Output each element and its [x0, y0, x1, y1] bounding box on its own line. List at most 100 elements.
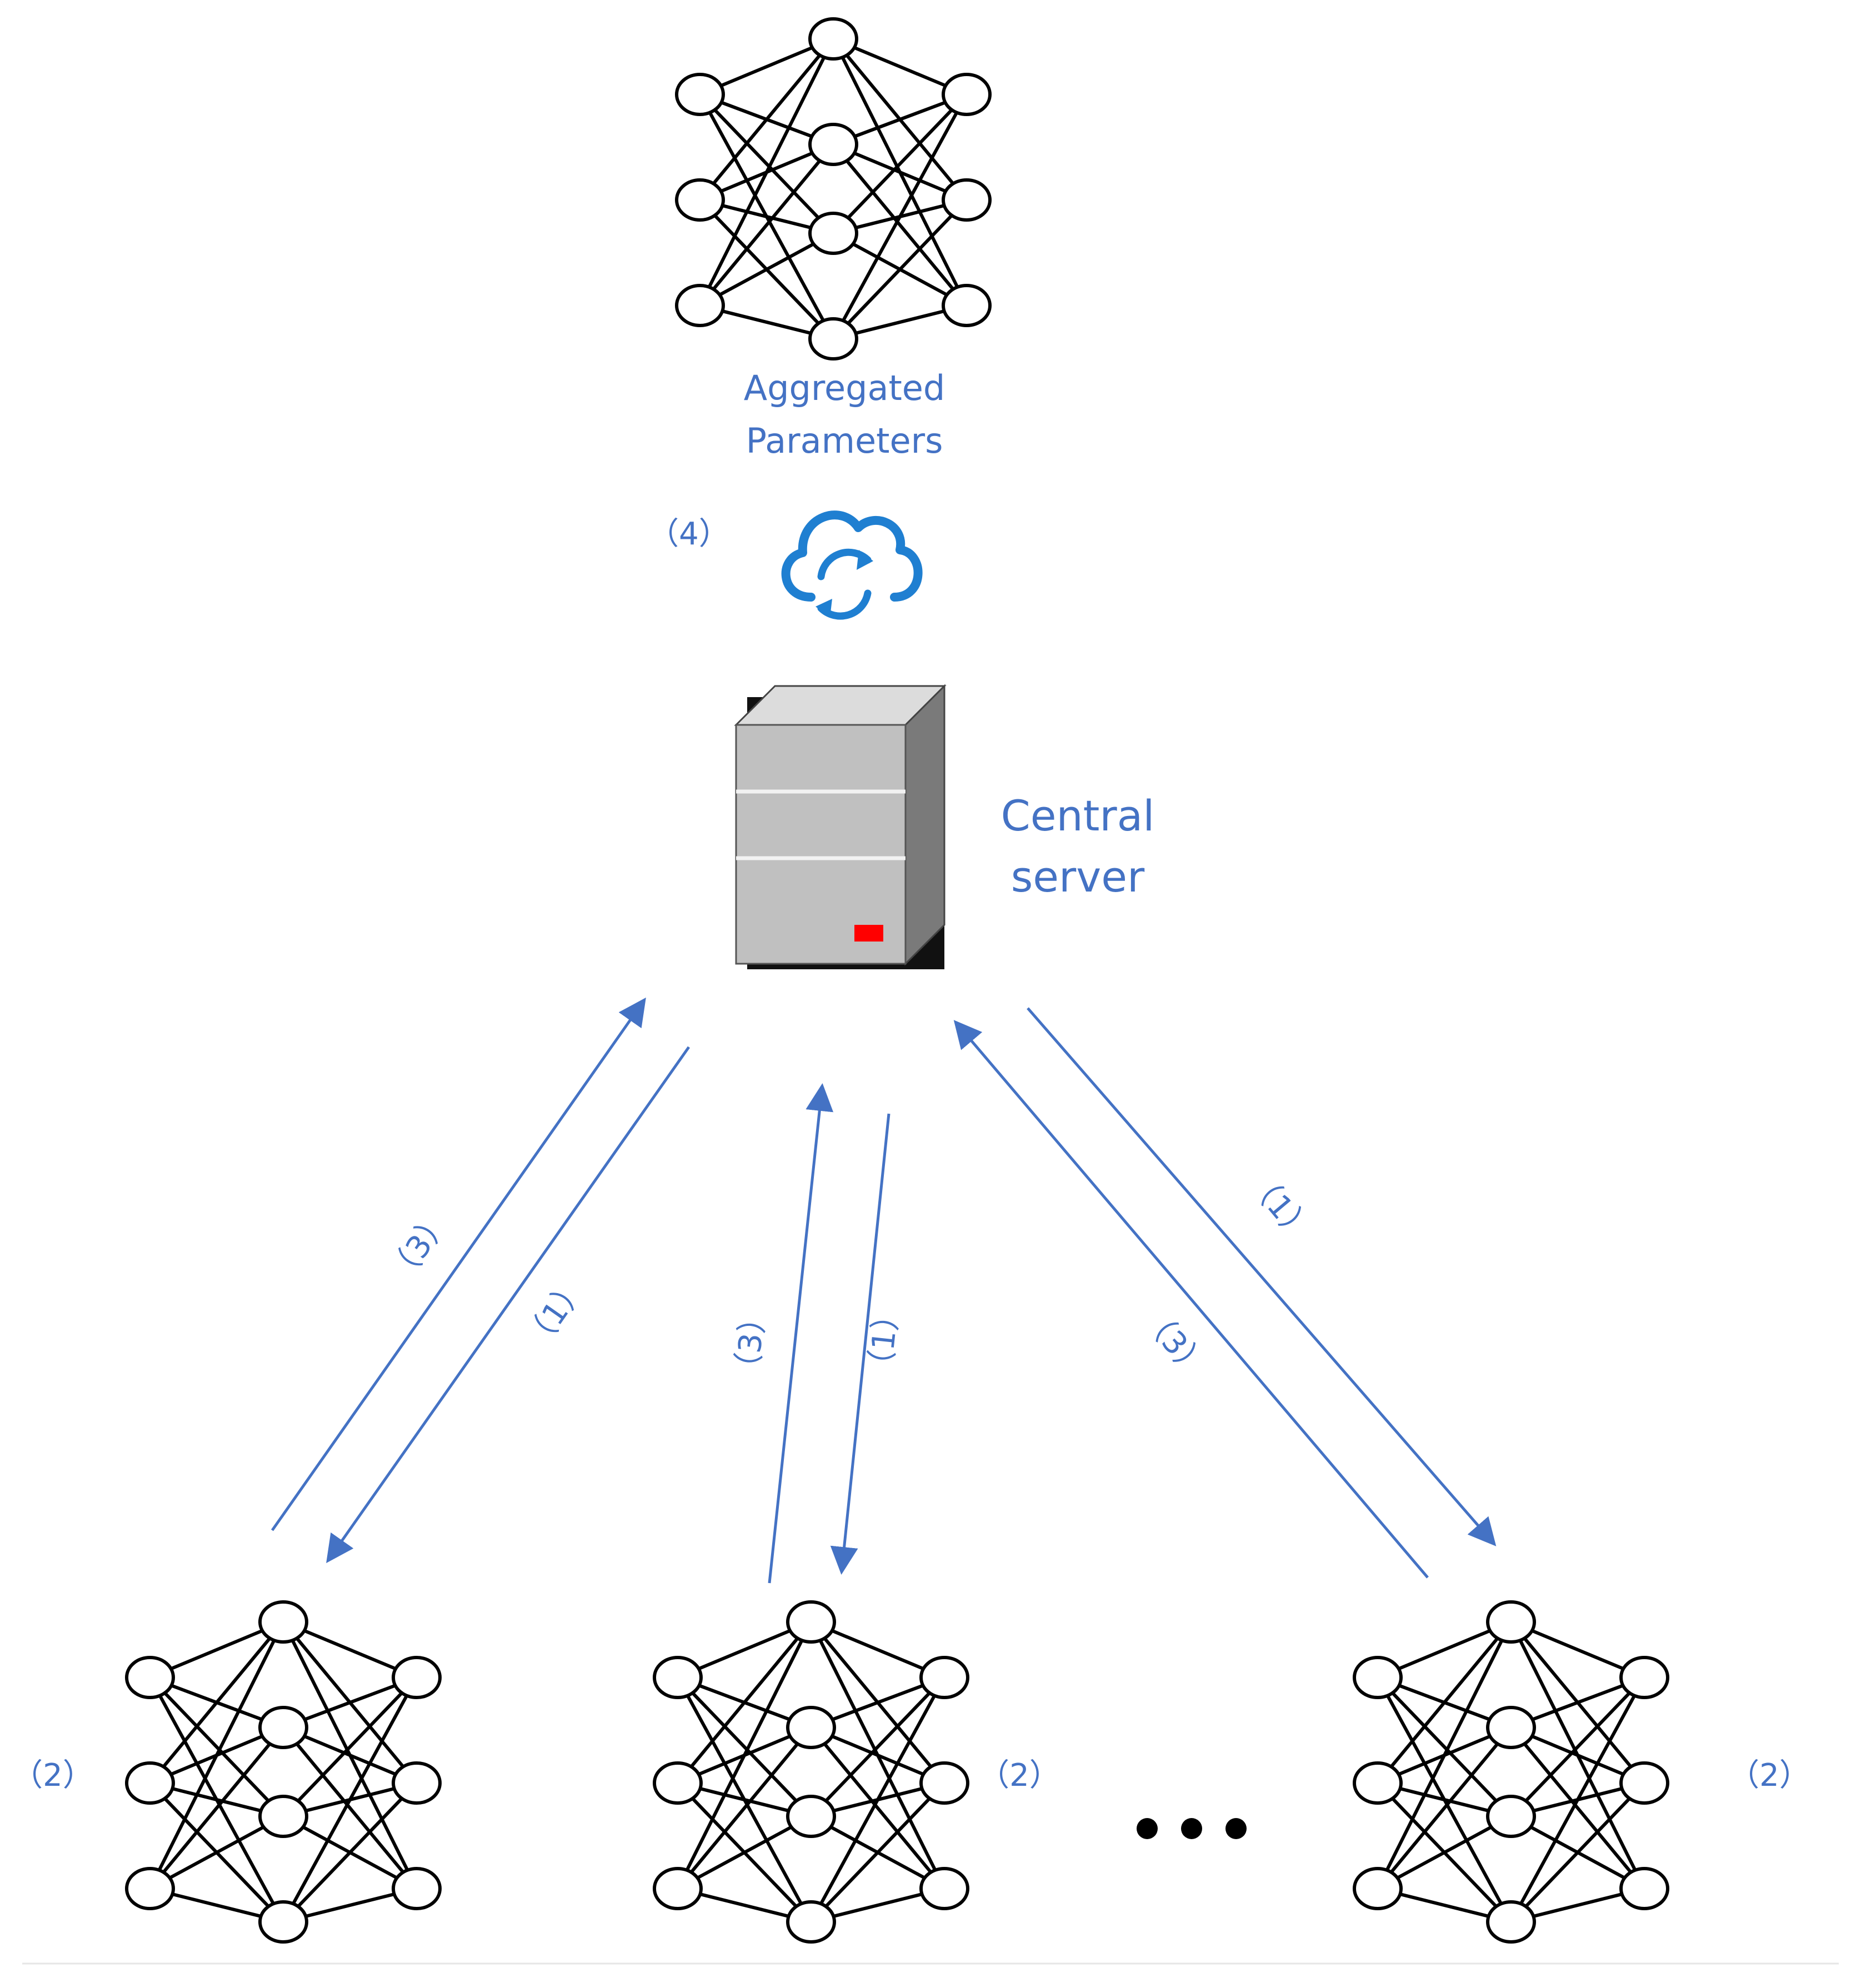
step-local-train-label-middle: （2）	[978, 1757, 1060, 1794]
network-edge	[677, 1815, 812, 1890]
step-download-label-middle: （1）	[862, 1298, 907, 1383]
network-node	[653, 1761, 703, 1805]
network-edge	[832, 93, 968, 235]
network-node	[125, 1867, 175, 1910]
server-label-line1: Central	[1001, 791, 1155, 840]
network-node	[919, 1761, 969, 1805]
network-edge	[698, 38, 835, 201]
network-edge	[149, 1815, 284, 1890]
upload-arrow-middle	[768, 1083, 834, 1584]
network-node	[653, 1867, 703, 1910]
network-node	[919, 1656, 969, 1699]
network-node	[1486, 1900, 1536, 1944]
step-download-label-right: （1）	[1240, 1164, 1320, 1250]
network-edge	[1509, 1676, 1646, 1923]
network-edge	[282, 1781, 418, 1924]
network-node	[392, 1761, 442, 1805]
global-model-network	[675, 17, 992, 360]
network-edge	[832, 198, 968, 340]
network-node	[392, 1656, 442, 1699]
network-edge	[676, 1676, 813, 1818]
network-node	[675, 73, 725, 116]
network-edge	[809, 1676, 946, 1923]
network-node	[1619, 1656, 1669, 1699]
network-edge	[148, 1676, 285, 1818]
client-model-network-2	[653, 1600, 969, 1944]
network-node	[942, 178, 992, 222]
network-edge	[809, 1676, 946, 1818]
network-edge	[1376, 1676, 1513, 1818]
more-clients-ellipsis	[1137, 1818, 1247, 1839]
network-edge	[832, 143, 968, 307]
network-node	[786, 1706, 836, 1749]
network-node	[1619, 1761, 1669, 1805]
step-aggregate-label: （4）	[648, 516, 730, 552]
network-edge	[676, 1621, 813, 1890]
server-indicator-light	[854, 925, 883, 942]
network-node	[258, 1600, 308, 1644]
network-node	[258, 1795, 308, 1838]
step-upload-label-left: （3）	[381, 1203, 458, 1290]
network-node	[786, 1900, 836, 1944]
step-download-label-left: （1）	[517, 1269, 594, 1357]
network-node	[675, 178, 725, 222]
network-node	[1353, 1656, 1403, 1699]
network-edge	[282, 1676, 418, 1923]
network-edge	[698, 93, 835, 235]
network-node	[1486, 1600, 1536, 1644]
network-node	[942, 284, 992, 327]
network-edge	[148, 1621, 285, 1784]
network-node	[675, 284, 725, 327]
network-edge	[809, 1726, 946, 1890]
network-node	[808, 123, 858, 166]
network-node	[786, 1600, 836, 1644]
network-node	[1486, 1795, 1536, 1838]
network-edge	[1509, 1676, 1646, 1818]
download-arrow-right	[1027, 1007, 1497, 1546]
network-edge	[809, 1781, 946, 1924]
client-model-network-1	[125, 1600, 442, 1944]
network-node	[258, 1900, 308, 1944]
network-node	[808, 17, 858, 61]
network-node	[125, 1761, 175, 1805]
network-edge	[282, 1676, 418, 1818]
network-edge	[676, 1726, 813, 1890]
network-edge	[148, 1726, 285, 1890]
network-node	[786, 1795, 836, 1838]
network-edge	[676, 1621, 813, 1784]
network-edge	[699, 232, 834, 307]
network-edge	[698, 38, 835, 307]
network-edge	[1376, 1726, 1513, 1890]
client-model-network-n	[1353, 1600, 1669, 1944]
network-node	[1353, 1761, 1403, 1805]
network-node	[1486, 1706, 1536, 1749]
network-edge	[832, 93, 968, 340]
server-label-line2: server	[1011, 852, 1145, 902]
step-local-train-label-left: （2）	[12, 1757, 94, 1794]
network-node	[1619, 1867, 1669, 1910]
upload-arrow-left	[271, 997, 646, 1531]
aggregated-label-line1: Aggregated	[744, 368, 945, 408]
cloud-sync-icon	[781, 510, 923, 620]
network-edge	[1376, 1621, 1513, 1890]
network-node	[653, 1656, 703, 1699]
network-node	[392, 1867, 442, 1910]
network-node	[919, 1867, 969, 1910]
network-edge	[1377, 1815, 1512, 1890]
network-node	[125, 1656, 175, 1699]
network-edge	[1376, 1621, 1513, 1784]
server-icon	[734, 684, 947, 969]
aggregated-label-line2: Parameters	[746, 420, 943, 461]
network-edge	[698, 143, 835, 307]
network-node	[258, 1706, 308, 1749]
network-edge	[1509, 1726, 1646, 1890]
network-node	[1353, 1867, 1403, 1910]
network-node	[942, 73, 992, 116]
network-edge	[282, 1726, 418, 1890]
network-edge	[148, 1621, 285, 1890]
network-edge	[1509, 1781, 1646, 1924]
network-node	[808, 317, 858, 360]
download-arrow-left	[326, 1046, 691, 1564]
download-arrow-middle	[830, 1113, 891, 1575]
